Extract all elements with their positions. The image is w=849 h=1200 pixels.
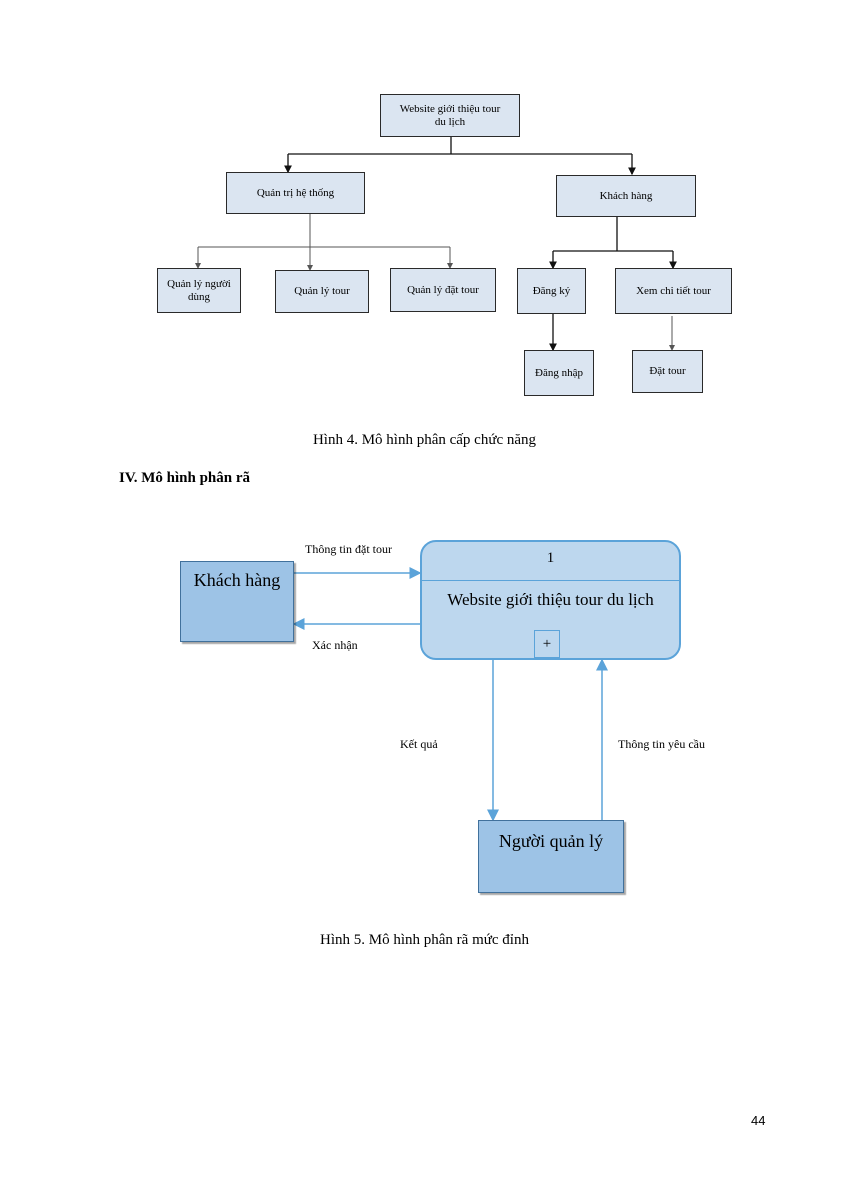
- process-divider: [422, 580, 679, 581]
- external-entity-customer: Khách hàng: [180, 561, 294, 642]
- external-entity-manager: Người quản lý: [478, 820, 624, 893]
- process-website: 1 Website giới thiệu tour du lịch +: [420, 540, 681, 660]
- hierarchy-manage-users-box: Quản lý người dùng: [157, 268, 241, 313]
- hierarchy-root-box: Website giới thiệu tour du lịch: [380, 94, 520, 137]
- hierarchy-admin-label: Quản trị hệ thống: [256, 186, 335, 199]
- flow-label-confirm: Xác nhận: [312, 638, 358, 652]
- hierarchy-root-label: Website giới thiệu tour du lịch: [399, 102, 501, 128]
- flow-label-booking-info: Thông tin đặt tour: [305, 542, 392, 556]
- hierarchy-register-box: Đăng ký: [517, 268, 586, 314]
- flow-label-request: Thông tin yêu cầu: [618, 737, 705, 751]
- expand-icon: +: [534, 630, 560, 658]
- figure-5-caption: Hình 5. Mô hình phân rã mức đỉnh: [320, 932, 529, 948]
- hierarchy-manage-bookings-box: Quản lý đặt tour: [390, 268, 496, 312]
- hierarchy-manage-users-label: Quản lý người dùng: [167, 277, 231, 303]
- hierarchy-book-tour-label: Đặt tour: [649, 365, 686, 377]
- hierarchy-login-label: Đăng nhập: [535, 366, 583, 379]
- hierarchy-manage-tours-box: Quản lý tour: [275, 270, 369, 313]
- section-heading: IV. Mô hình phân rã: [119, 470, 251, 486]
- flow-label-result: Kết quả: [400, 737, 438, 751]
- hierarchy-manage-tours-label: Quản lý tour: [294, 285, 350, 297]
- external-entity-customer-label: Khách hàng: [193, 570, 281, 590]
- hierarchy-customer-label: Khách hàng: [599, 189, 653, 202]
- hierarchy-register-label: Đăng ký: [532, 284, 571, 297]
- figure-4-caption: Hình 4. Mô hình phân cấp chức năng: [312, 432, 537, 448]
- hierarchy-connectors: [195, 136, 677, 352]
- hierarchy-admin-box: Quản trị hệ thống: [226, 172, 365, 214]
- hierarchy-book-tour-box: Đặt tour: [632, 350, 703, 393]
- hierarchy-view-tour-box: Xem chi tiết tour: [615, 268, 732, 314]
- hierarchy-manage-bookings-label: Quản lý đặt tour: [407, 283, 479, 296]
- hierarchy-view-tour-label: Xem chi tiết tour: [636, 284, 711, 297]
- page-number: 44: [751, 1113, 766, 1128]
- process-name: Website giới thiệu tour du lịch: [447, 590, 654, 609]
- external-entity-manager-label: Người quản lý: [498, 831, 604, 851]
- hierarchy-login-box: Đăng nhập: [524, 350, 594, 396]
- process-id: 1: [546, 550, 555, 566]
- hierarchy-customer-box: Khách hàng: [556, 175, 696, 217]
